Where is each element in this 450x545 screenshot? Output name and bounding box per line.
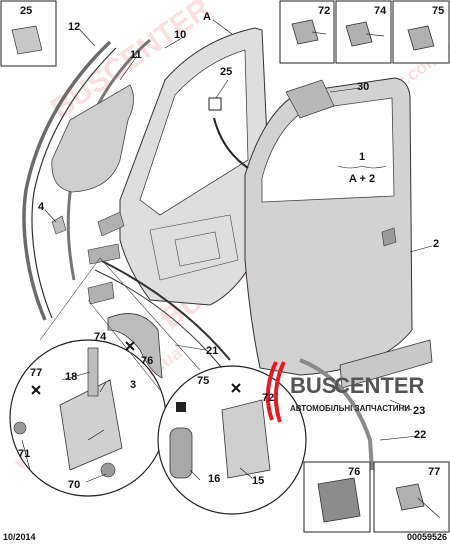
inset-77-bolt: [395, 483, 441, 519]
detail-lock-15: [221, 399, 271, 479]
part-hinge-middle: [87, 243, 121, 265]
label-4: 4: [38, 201, 45, 213]
label-10: 10: [174, 29, 186, 41]
label-12: 12: [68, 21, 80, 33]
part-door-handle: [381, 227, 397, 247]
brand-bus: BUS: [290, 373, 336, 398]
callout-bottom: A + 2: [349, 173, 375, 185]
label-22: 22: [414, 429, 426, 441]
callout-1: 1 A + 2: [337, 151, 387, 185]
part-cord-25-plug: [208, 97, 222, 111]
date-code: 10/2014: [3, 532, 36, 542]
inset-25-label: 25: [20, 5, 32, 17]
label-71: 71: [18, 448, 30, 460]
label-18: 18: [65, 371, 77, 383]
inset-25: 25: [0, 0, 57, 67]
inset-72-bolt: [291, 19, 327, 45]
inset-76: 76: [303, 461, 371, 533]
inset-75-label: 75: [432, 5, 444, 17]
label-3: 3: [130, 379, 136, 391]
cross-markers: [31, 341, 241, 395]
inset-75-nut: [407, 25, 435, 51]
label-30: 30: [357, 81, 369, 93]
callout-brace: [337, 165, 387, 169]
brand-center: CENTER: [334, 373, 425, 398]
part-wheel-arch-22: [299, 358, 374, 471]
label-25: 25: [220, 66, 232, 78]
label-2: 2: [433, 238, 439, 250]
leader-lines: [21, 19, 433, 483]
callout-top: 1: [359, 151, 365, 163]
inset-74-screw: [345, 21, 385, 47]
inset-77: 77: [373, 461, 450, 533]
inset-76-clip: [317, 477, 361, 523]
label-77: 77: [30, 367, 42, 379]
part-door-outer-window: [261, 97, 395, 203]
reference-code: 00059526: [407, 532, 447, 542]
inset-74: 74: [335, 0, 392, 64]
label-74: 74: [94, 331, 107, 343]
label-70: 70: [68, 479, 80, 491]
inset-75: 75: [392, 0, 450, 64]
part-panel-11: [51, 84, 134, 193]
label-15: 15: [252, 475, 264, 487]
detail-bracket-16: [169, 427, 193, 479]
part-seal-12: [22, 40, 112, 321]
part-wheel-arch-21b: [94, 269, 223, 369]
label-75: 75: [197, 375, 209, 387]
part-seal-12-inner: [31, 47, 117, 319]
inset-74-label: 74: [374, 5, 387, 17]
part-trim-23: [339, 339, 433, 389]
brand-watermark: BUS CENTER АВТОМОБІЛЬНІ ЗАПЧАСТИНИ: [265, 361, 425, 423]
inset-72: 72: [279, 0, 335, 64]
detail-marker-75: [176, 402, 186, 412]
label-11: 11: [130, 49, 142, 61]
label-76: 76: [141, 355, 153, 367]
part-wheel-arch-21: [99, 259, 231, 361]
label-21: 21: [206, 345, 218, 357]
part-door-frame-window: [139, 49, 249, 216]
part-cord-25: [213, 117, 249, 169]
inset-72-label: 72: [318, 5, 330, 17]
label-23: 23: [413, 405, 425, 417]
inset-77-label: 77: [428, 466, 440, 478]
part-door-frame-cutouts: [149, 214, 239, 281]
inset-25-plug: [11, 25, 43, 55]
brand-tagline: АВТОМОБІЛЬНІ ЗАПЧАСТИНИ: [290, 404, 410, 413]
part-hinge-lower: [87, 281, 115, 305]
part-fender-piece: [107, 313, 163, 379]
detail-hinge-pin-18: [87, 347, 99, 397]
detail-bolt-70: [100, 462, 116, 478]
label-a: A: [203, 11, 211, 23]
label-72: 72: [262, 392, 274, 404]
part-labels: A 10 11 12 4 25 30 2 23 22 21 74 76 77 1…: [18, 11, 439, 491]
detail-bolt-71: [13, 421, 27, 435]
part-pad-30: [285, 79, 335, 119]
part-clip-4: [51, 215, 67, 235]
part-hinge-upper: [97, 211, 125, 237]
label-16: 16: [208, 473, 220, 485]
inset-76-label: 76: [348, 466, 360, 478]
brand-logo-mark: [265, 361, 286, 423]
guide-lines: [39, 257, 201, 391]
